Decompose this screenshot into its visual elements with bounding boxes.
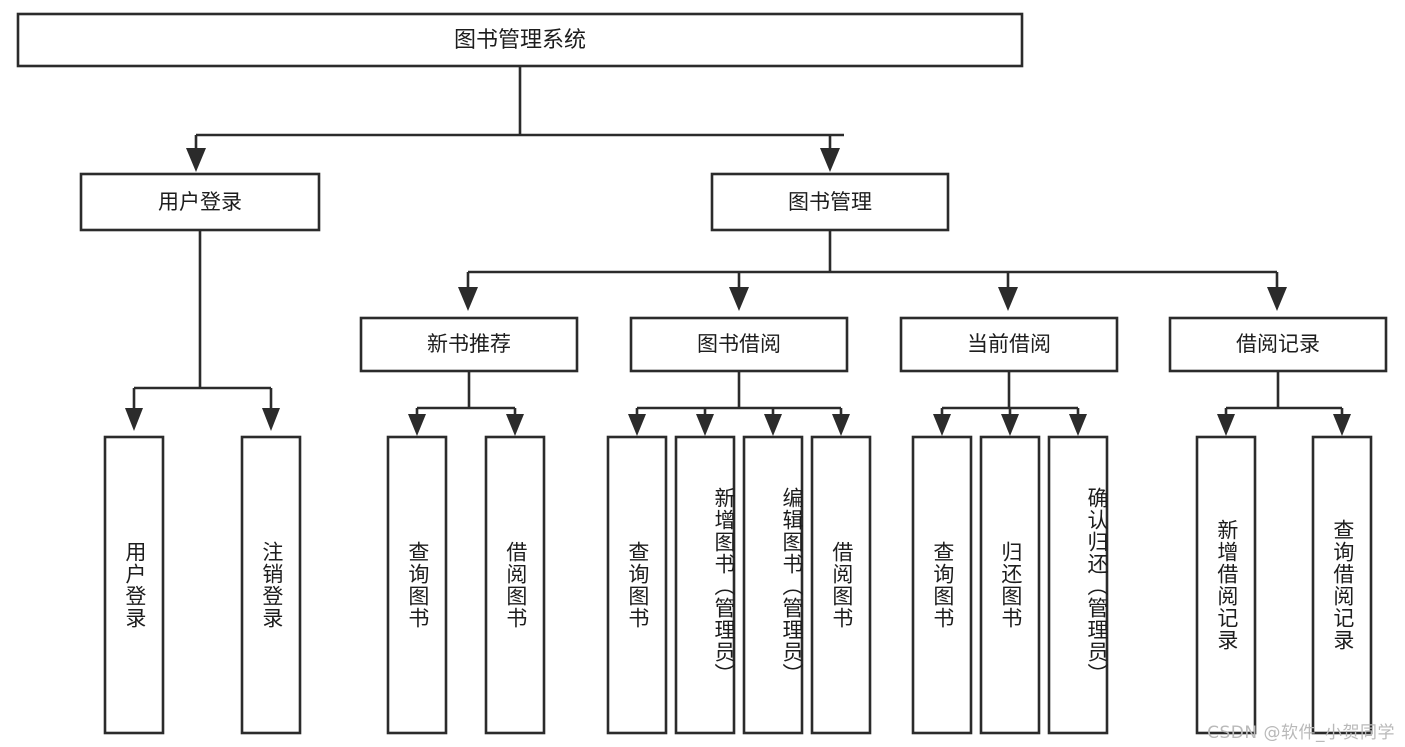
arrow-head-icon xyxy=(186,148,206,172)
node-current-borrow-box[interactable] xyxy=(899,316,1119,373)
node-book-borrow-label: 图书借阅 xyxy=(697,332,781,356)
node-leaf-borrow-book-2-box[interactable] xyxy=(810,435,872,735)
connector-book-borrow-to-leaves xyxy=(628,371,850,436)
node-current-borrow[interactable]: 当前借阅 xyxy=(899,316,1119,373)
arrow-head-icon xyxy=(729,287,749,311)
connector-borrow-record-to-leaves xyxy=(1217,371,1351,436)
node-new-book-recommend-label: 新书推荐 xyxy=(427,332,511,356)
arrow-head-icon xyxy=(408,414,426,436)
arrow-head-icon xyxy=(458,287,478,311)
node-leaf-borrow-book-1-box[interactable] xyxy=(484,435,546,735)
node-book-manage-label: 图书管理 xyxy=(788,190,872,214)
node-book-manage[interactable]: 图书管理 xyxy=(710,172,950,232)
node-leaf-add-book-box[interactable] xyxy=(674,435,736,735)
arrow-head-icon xyxy=(933,414,951,436)
connector-current-borrow-to-leaves xyxy=(933,371,1087,436)
node-leaf-query-borrow-record-box[interactable] xyxy=(1311,435,1373,735)
node-leaf-query-book-2-box[interactable] xyxy=(606,435,668,735)
arrow-head-icon xyxy=(998,287,1018,311)
arrow-head-icon xyxy=(1333,414,1351,436)
arrow-head-icon xyxy=(820,148,840,172)
connector-user-login-to-leaves xyxy=(125,230,280,431)
arrow-head-icon xyxy=(1069,414,1087,436)
node-root-system-box[interactable] xyxy=(16,12,1024,68)
connector-new-book-recommend-to-leaves xyxy=(408,371,524,436)
arrow-head-icon xyxy=(1267,287,1287,311)
node-root-system[interactable]: 图书管理系统 xyxy=(16,12,1024,68)
node-book-borrow[interactable]: 图书借阅 xyxy=(629,316,849,373)
arrow-head-icon xyxy=(125,408,143,431)
arrow-head-icon xyxy=(1001,414,1019,436)
node-user-login-box[interactable] xyxy=(79,172,321,232)
node-user-login[interactable]: 用户登录 xyxy=(79,172,321,232)
node-new-book-recommend[interactable]: 新书推荐 xyxy=(359,316,579,373)
arrow-head-icon xyxy=(262,408,280,431)
arrow-head-icon xyxy=(1217,414,1235,436)
connector-book-manage-to-level3 xyxy=(458,230,1287,311)
node-leaf-query-book-1-box[interactable] xyxy=(386,435,448,735)
node-leaf-logout-login-box[interactable] xyxy=(240,435,302,735)
node-leaf-return-book-box[interactable] xyxy=(979,435,1041,735)
arrow-head-icon xyxy=(506,414,524,436)
node-new-book-recommend-box[interactable] xyxy=(359,316,579,373)
node-leaf-edit-book-box[interactable] xyxy=(742,435,804,735)
node-leaf-confirm-return-box[interactable] xyxy=(1047,435,1109,735)
arrow-head-icon xyxy=(628,414,646,436)
arrow-head-icon xyxy=(832,414,850,436)
node-leaf-query-book-3-box[interactable] xyxy=(911,435,973,735)
connector-root-to-level2 xyxy=(186,66,844,172)
csdn-watermark: CSDN @软件_小贺同学 xyxy=(1207,723,1395,743)
node-borrow-record-label: 借阅记录 xyxy=(1236,332,1320,356)
node-leaf-add-borrow-record-box[interactable] xyxy=(1195,435,1257,735)
node-leaf-user-login-box[interactable] xyxy=(103,435,165,735)
arrow-head-icon xyxy=(764,414,782,436)
node-borrow-record[interactable]: 借阅记录 xyxy=(1168,316,1388,373)
arrow-head-icon xyxy=(696,414,714,436)
node-root-system-label: 图书管理系统 xyxy=(454,28,586,53)
node-user-login-label: 用户登录 xyxy=(158,190,242,214)
node-current-borrow-label: 当前借阅 xyxy=(967,332,1051,356)
